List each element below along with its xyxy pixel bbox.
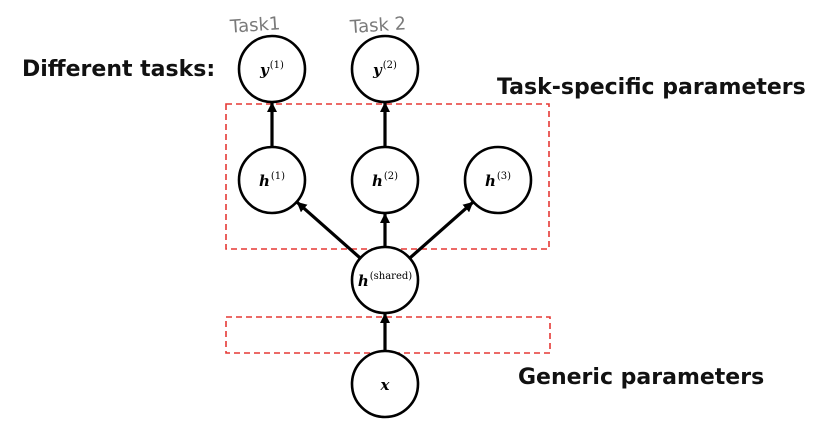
node-y2-symbol: y — [372, 61, 383, 79]
node-y2: y(2) — [350, 34, 420, 104]
node-h1-superscript: (1) — [271, 171, 285, 182]
node-hs-symbol: h — [358, 272, 369, 290]
node-h3-label: h(3) — [485, 171, 511, 190]
node-h2-circle — [350, 145, 420, 215]
node-h1-circle — [237, 145, 307, 215]
node-y1: y(1) — [237, 34, 307, 104]
node-h1: h(1) — [237, 145, 307, 215]
node-hs-label: h(shared) — [358, 271, 412, 290]
node-x: x — [350, 349, 420, 419]
node-h3-superscript: (3) — [497, 171, 511, 182]
node-y2-superscript: (2) — [383, 60, 397, 71]
generic-parameters-heading: Generic parameters — [518, 365, 765, 390]
different-tasks-heading: Different tasks: — [22, 57, 216, 82]
edge-hs-to-h3 — [408, 201, 474, 260]
handwritten-task2-label: Task 2 — [348, 13, 406, 38]
node-y2-circle — [350, 34, 420, 104]
node-h1-symbol: h — [259, 172, 270, 190]
node-x-circle — [350, 349, 420, 419]
node-hs: h(shared) — [350, 245, 420, 315]
edges-layer — [267, 102, 474, 351]
node-hs-circle — [350, 245, 420, 315]
node-x-label: x — [380, 376, 391, 394]
generic-region — [225, 316, 551, 354]
handwritten-task1-label: Task1 — [228, 13, 281, 38]
node-h3: h(3) — [463, 145, 533, 215]
node-h2: h(2) — [350, 145, 420, 215]
node-y1-symbol: y — [259, 61, 270, 79]
task-specific-parameters-heading: Task-specific parameters — [497, 75, 806, 100]
node-h3-symbol: h — [485, 172, 496, 190]
node-x-symbol: x — [380, 376, 391, 394]
node-y2-label: y(2) — [372, 60, 397, 79]
nodes-layer: y(1)y(2)h(1)h(2)h(3)h(shared)x — [237, 34, 533, 419]
node-h2-label: h(2) — [372, 171, 398, 190]
node-h2-superscript: (2) — [384, 171, 398, 182]
node-hs-superscript: (shared) — [370, 271, 413, 282]
node-y1-circle — [237, 34, 307, 104]
node-h1-label: h(1) — [259, 171, 285, 190]
node-h3-circle — [463, 145, 533, 215]
node-y1-superscript: (1) — [270, 60, 284, 71]
node-y1-label: y(1) — [259, 60, 284, 79]
node-h2-symbol: h — [372, 172, 383, 190]
edge-hs-to-h1 — [296, 201, 362, 260]
